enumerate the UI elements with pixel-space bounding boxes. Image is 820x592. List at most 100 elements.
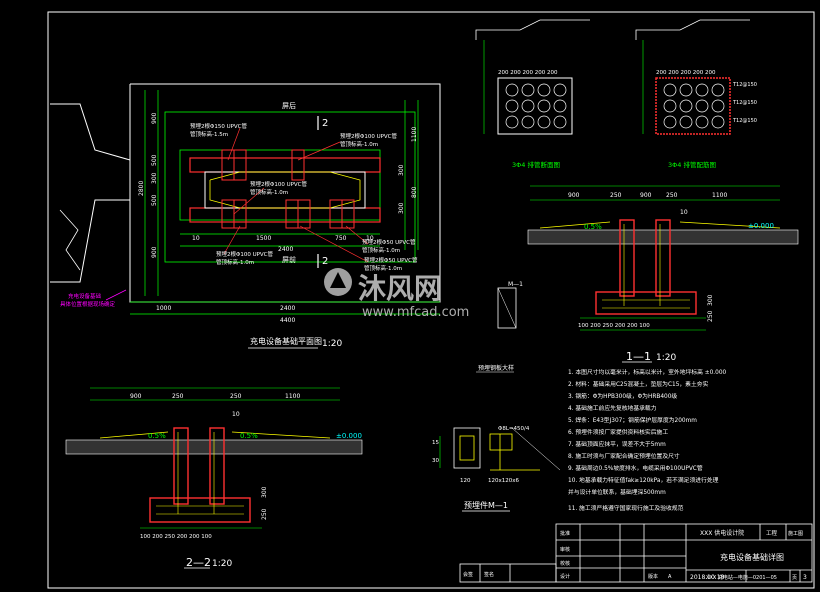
plan-view: 2 2 屏后 屏前 2800 900 500 300 500 900 1100 … (50, 83, 441, 349)
mark-b: 10 (366, 235, 374, 242)
section-mark-bottom: 2 (322, 256, 328, 267)
label-front: 屏前 (282, 255, 296, 264)
note-10b: 并与设计单位联系，基础埋深500mm (568, 488, 666, 496)
note-10: 10. 地基承载力特征值fak≥120kPa，若不满足须进行处理 (568, 476, 719, 484)
pipe-right-dims: 200 200 200 200 200 (656, 70, 716, 76)
tb-stage: 施工图 (788, 530, 803, 537)
magenta-note-b: 具体位置根据现场确定 (60, 300, 116, 308)
tb-sheet: 3 (803, 574, 807, 581)
plate-foot: 120x120x6 (488, 478, 520, 484)
section-1-1: 900 250 900 250 1100 10 0.5% ±0.000 100 … (497, 185, 799, 363)
tb-role-4: 设计 (560, 573, 570, 580)
dim-right-300a: 300 (398, 164, 405, 176)
pipe-right-title: 3Φ4 排管配筋图 (668, 160, 716, 169)
s22-side-250: 250 (261, 508, 268, 520)
s22-dim-1100: 1100 (285, 393, 300, 400)
watermark-logo-icon (324, 268, 352, 296)
tb-role-3: 校核 (560, 560, 570, 567)
note-9: 9. 基础周边0.5%坡度排水，电缆采用Φ100UPVC管 (568, 464, 703, 472)
tb-sheet-label: 页 (792, 575, 797, 581)
s11-dim-900b: 900 (640, 192, 652, 199)
s22-scale: 1:20 (212, 559, 232, 569)
pipe-right-side-b: T12@150 (732, 100, 757, 106)
dim-left-total: 2800 (138, 181, 145, 196)
dim-2400b: 2400 (280, 305, 295, 312)
pipe-note-6b: 管顶标高-1.0m (364, 264, 402, 272)
note-11: 11. 施工须严格遵守国家现行施工及验收规范 (568, 504, 684, 512)
s11-dim-250a: 250 (610, 192, 622, 199)
dim-left-500b: 500 (151, 194, 158, 206)
s11-slope: 0.5% (584, 223, 602, 231)
watermark: 沐风网 www.mfcad.com (324, 268, 469, 320)
s11-dim-250b: 250 (666, 192, 678, 199)
note-2: 2. 材料：基础采用C25混凝土，垫层为C15，素土夯实 (568, 380, 709, 388)
pipe-note-6: 预埋2根Φ50 UPVC管 (364, 256, 418, 264)
s22-dim-250b: 250 (230, 393, 242, 400)
s22-side-300: 300 (261, 486, 268, 498)
pipe-note-4: 预埋2根Φ100 UPVC管 (216, 250, 274, 258)
s22-dim-900: 900 (130, 393, 142, 400)
s11-side-300: 300 (707, 294, 714, 306)
note-1: 1. 本图尺寸均以毫米计，标高以米计，室外地坪标高 ±0.000 (568, 368, 727, 376)
plate-dim-30: 30 (432, 458, 439, 464)
plate-dim-120: 120 (460, 478, 471, 484)
plan-scale: 1:20 (322, 339, 342, 349)
pipe-note-1: 预埋2根Φ150 UPVC管 (190, 122, 248, 130)
pipe-right-side-c: T12@150 (732, 118, 757, 124)
tb-role-2: 审核 (560, 546, 570, 553)
pipe-left-title: 3Φ4 排管断面图 (512, 160, 560, 169)
s11-scale: 1:20 (656, 353, 676, 363)
section-mark-top: 2 (322, 118, 328, 129)
tb-ver-value: A (668, 574, 672, 580)
s22-slope-a: 0.5% (148, 432, 166, 440)
s11-side-250: 250 (707, 310, 714, 322)
title-block (459, 523, 813, 583)
watermark-url: www.mfcad.com (362, 305, 469, 320)
note-4: 4. 基础施工前应先复核地基承载力 (568, 404, 657, 412)
dim-left-900b: 900 (151, 246, 158, 258)
pipe-note-2: 预埋2根Φ100 UPVC管 (340, 132, 398, 140)
tb-ver-label: 版本 (648, 573, 658, 580)
dim-4400: 4400 (280, 317, 295, 324)
tb-date: 2018.10.18 (690, 574, 725, 581)
embed-plate-detail: 预埋钢板大样 15 30 Φ8L=450/4 120x120x6 120 预埋件… (432, 364, 561, 512)
label-back: 屏后 (282, 101, 296, 110)
note-6: 6. 预埋件须按厂家提供资料核实后施工 (568, 428, 668, 436)
plate-anchor: Φ8L=450/4 (498, 426, 530, 432)
s22-bottom-dims: 100 200 250 200 200 100 (140, 534, 212, 540)
dim-right-1100: 1100 (411, 127, 418, 142)
dim-1500: 1500 (256, 235, 271, 242)
s11-level: ±0.000 (748, 222, 774, 230)
plan-title: 充电设备基础平面图 (250, 336, 322, 346)
tb-role-1: 批准 (560, 530, 570, 537)
tb-drawing-title: 充电设备基础详图 (720, 552, 784, 562)
pipe-left-dims: 200 200 200 200 200 (498, 70, 558, 76)
note-8: 8. 施工时须与厂家配合确定预埋位置及尺寸 (568, 452, 680, 460)
notes-block: 1. 本图尺寸均以毫米计，标高以米计，室外地坪标高 ±0.000 2. 材料：基… (568, 368, 727, 512)
s11-m1: M—1 (508, 281, 523, 288)
magenta-note-a: 充电设备基础 (68, 292, 102, 300)
tb-left-a: 会签 (463, 571, 473, 578)
watermark-logo-text: 沐风网 (358, 272, 442, 305)
pipe-note-5b: 管顶标高-1.0m (362, 246, 400, 254)
s22-dim-250a: 250 (172, 393, 184, 400)
s11-title: 1—1 (626, 350, 651, 363)
pipe-note-3b: 管顶标高-1.0m (250, 188, 288, 196)
dim-750: 750 (335, 235, 347, 242)
drawing-frame (47, 11, 815, 589)
pipe-note-3: 预埋2根Φ100 UPVC管 (250, 180, 308, 188)
tb-drawing-no: XXX 充电站—电施—0201—05 (706, 574, 777, 581)
note-5: 5. 焊条：E43型J307；钢筋保护层厚度为200mm (568, 416, 697, 424)
dim-left-300: 300 (151, 172, 158, 184)
pipe-section-right: 200 200 200 200 200 T12@150 T12@150 T12@… (635, 19, 757, 169)
plate-dim-15: 15 (432, 440, 439, 446)
s22-slope-b: 0.5% (240, 432, 258, 440)
s22-level: ±0.000 (336, 432, 362, 440)
note-3: 3. 钢筋：Φ为HPB300级，Φ为HRB400级 (568, 392, 677, 400)
dim-left-900a: 900 (151, 112, 158, 124)
dim-left-500a: 500 (151, 154, 158, 166)
dim-2400a: 2400 (278, 246, 293, 253)
pipe-note-5: 预埋2根Φ50 UPVC管 (362, 238, 416, 246)
s11-dim-900a: 900 (568, 192, 580, 199)
